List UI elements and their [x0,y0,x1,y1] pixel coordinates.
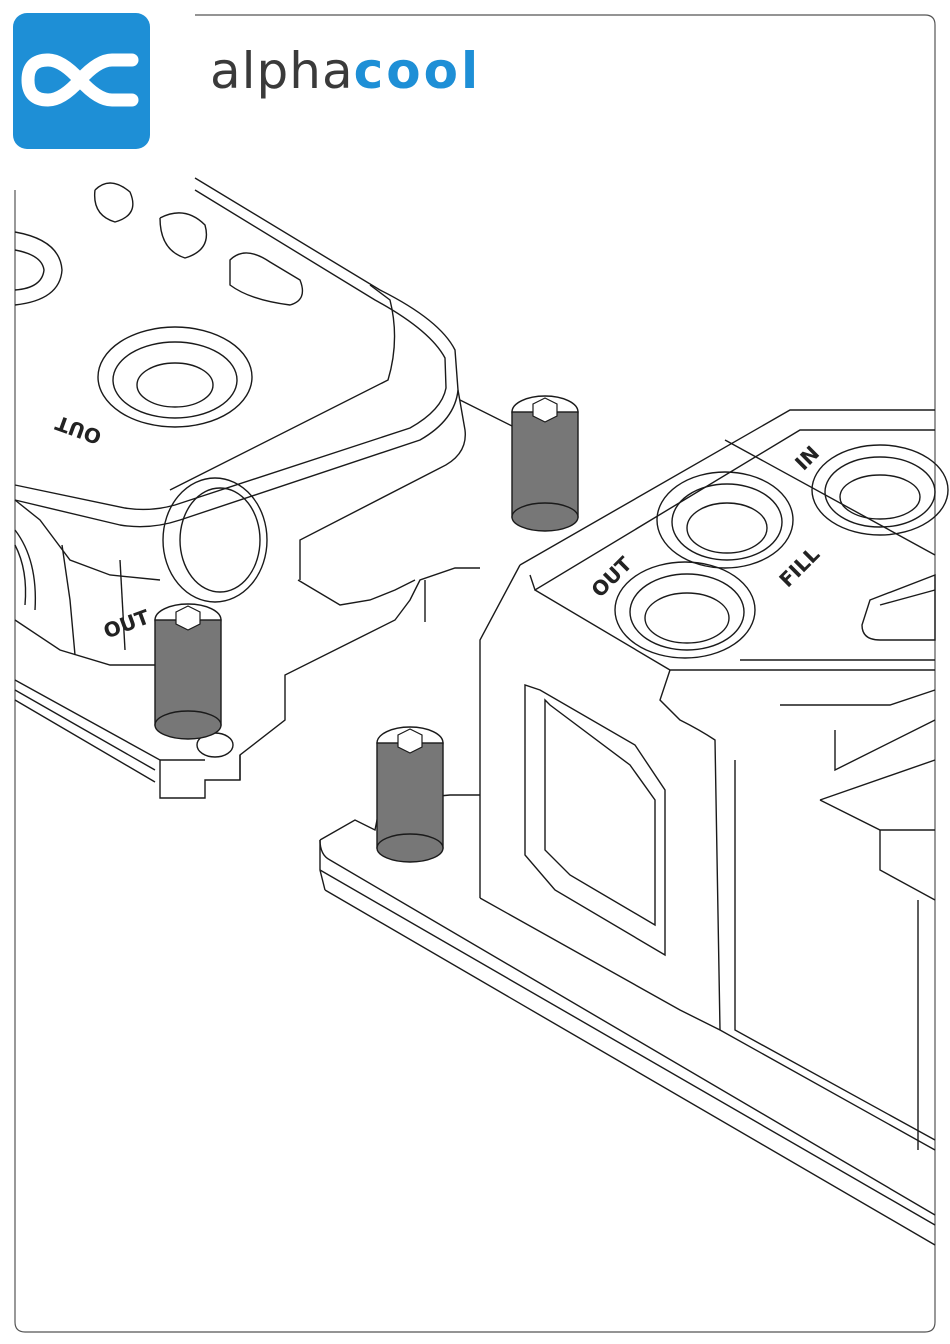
left-water-block [15,178,520,798]
knurled-standoff [377,727,443,862]
knurled-standoff [512,396,578,531]
knurled-standoff [155,604,221,739]
brand-name-part2: cool [354,42,481,100]
brand-name-part1: alpha [210,42,354,100]
brand-wordmark: alphacool [210,46,481,96]
alphacool-logo-icon [13,13,150,149]
